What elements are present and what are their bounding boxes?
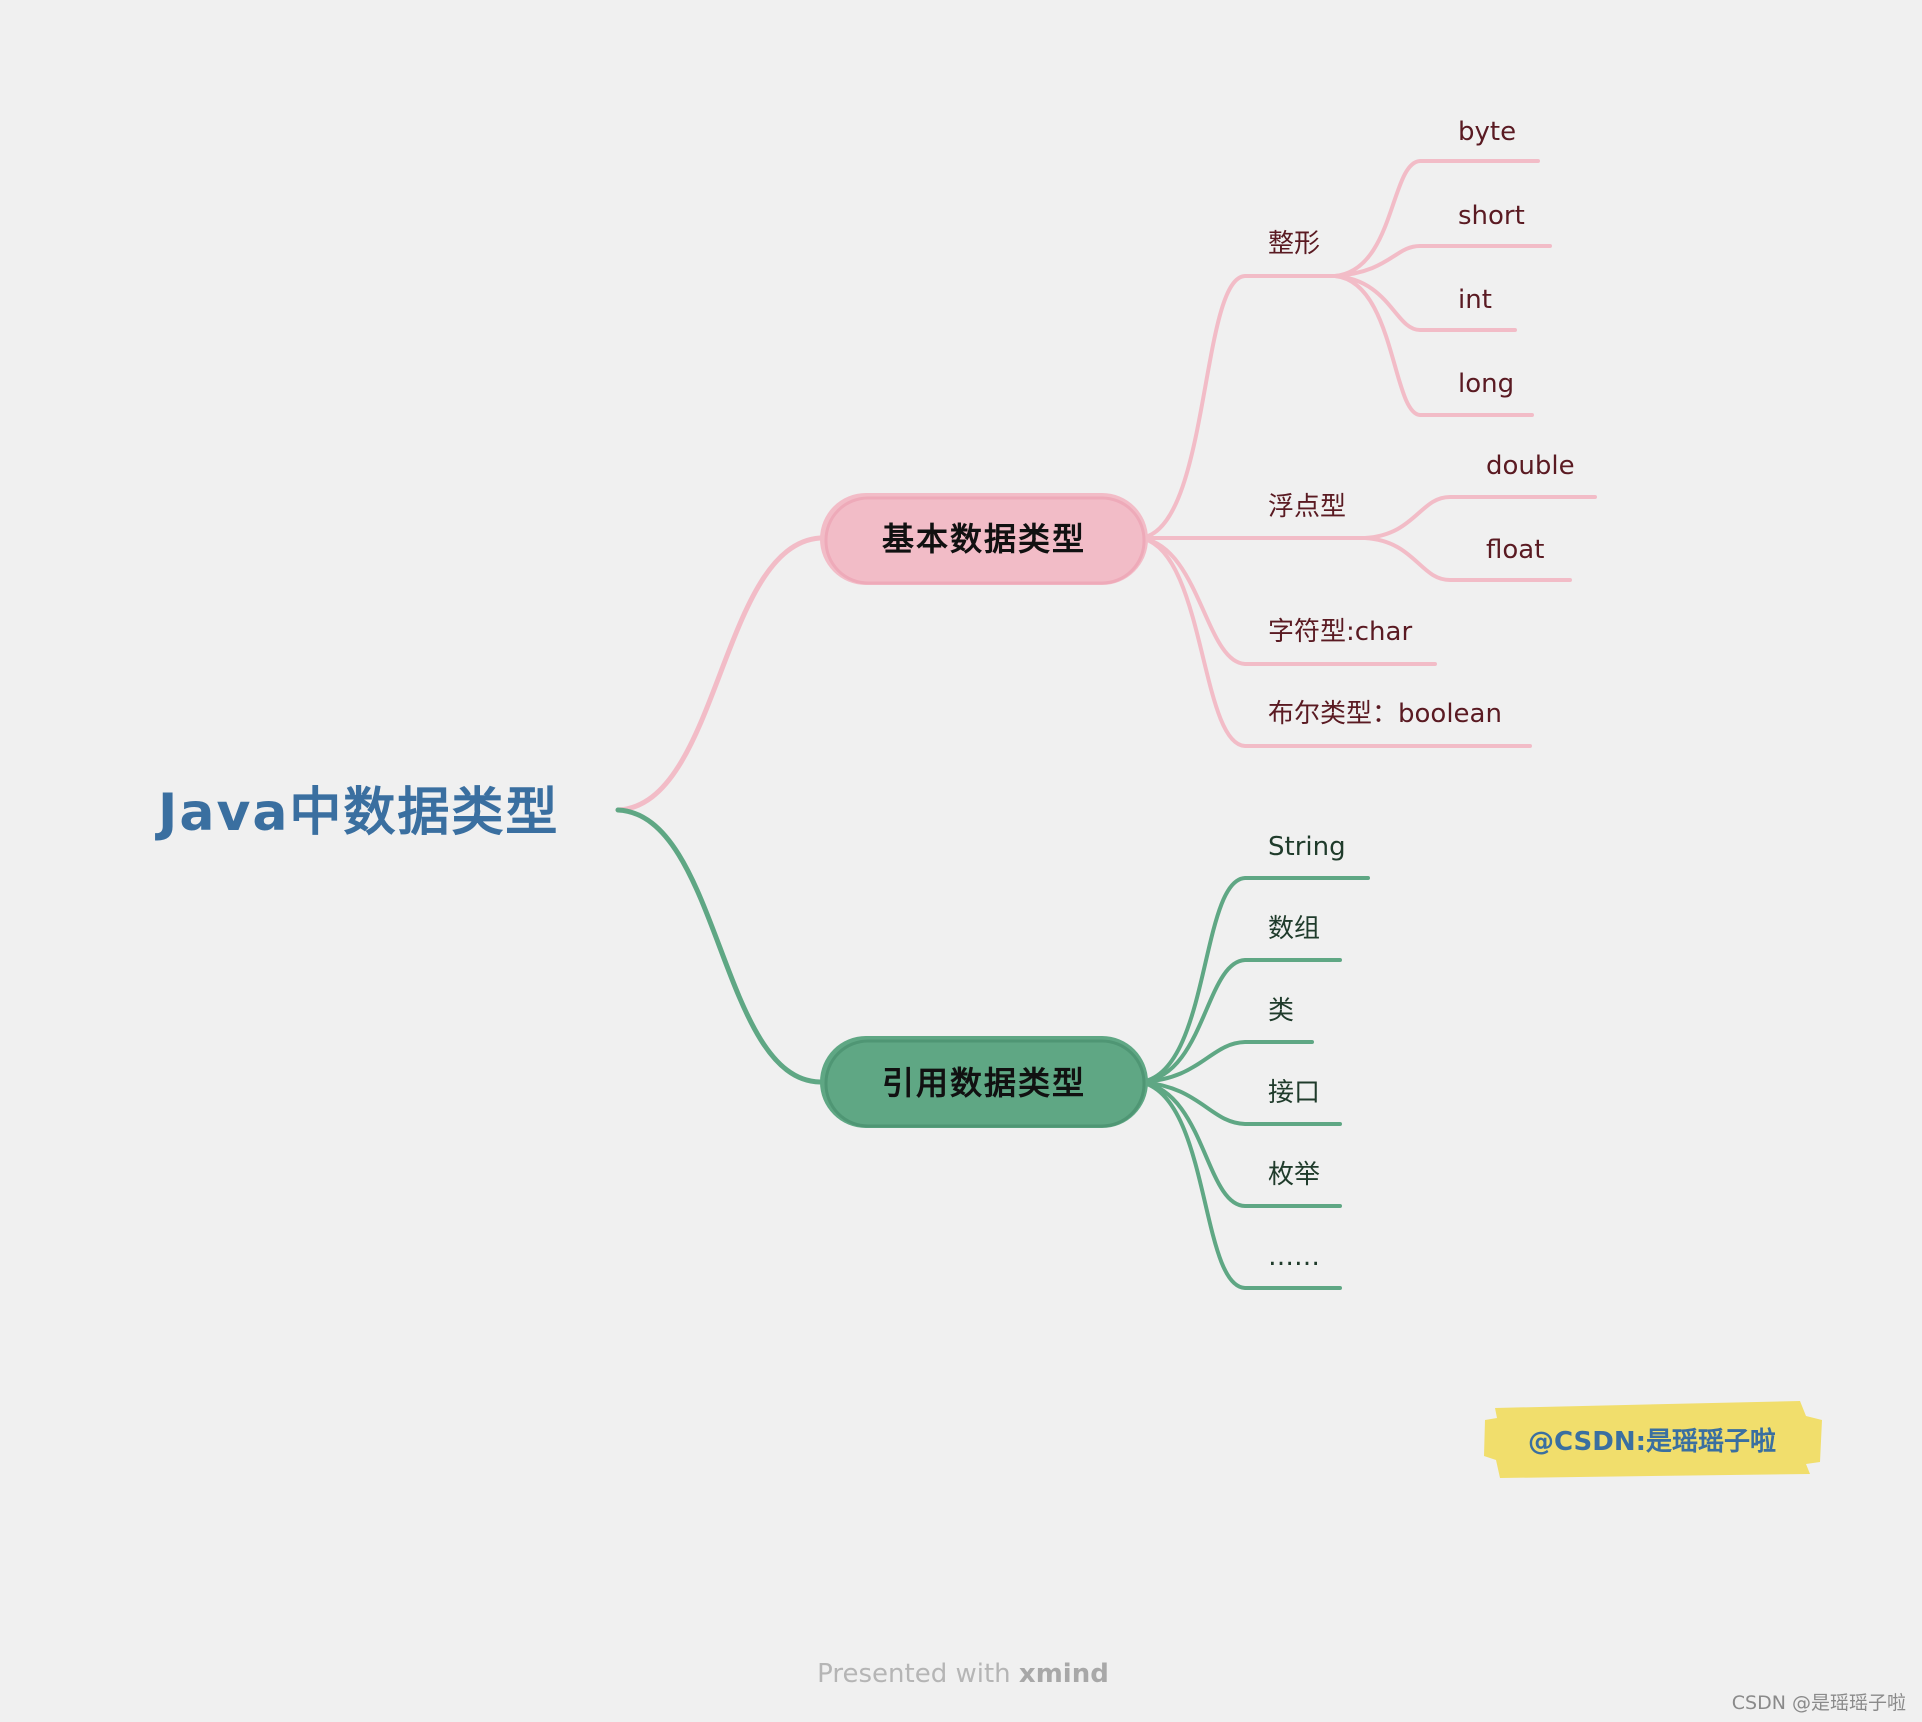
branch-primitive-sketch-outline <box>824 496 1146 585</box>
topic-int[interactable]: int <box>1458 285 1492 315</box>
topic-short[interactable]: short <box>1458 201 1525 231</box>
topic-float-type[interactable]: 浮点型 <box>1268 492 1346 522</box>
branch-primitive-label: 基本数据类型 <box>882 520 1086 558</box>
connector-root-primitive <box>615 535 823 813</box>
topic-byte[interactable]: byte <box>1458 117 1516 147</box>
topic-double[interactable]: double <box>1486 451 1575 481</box>
csdn-watermark: CSDN @是瑶瑶子啦 <box>1732 1692 1906 1714</box>
branch-reference[interactable]: 引用数据类型 <box>820 1036 1148 1128</box>
topic-long[interactable]: long <box>1458 369 1514 399</box>
connectors-reference <box>1138 876 1370 1290</box>
topic-ellipsis[interactable]: …… <box>1268 1242 1320 1272</box>
topic-integer[interactable]: 整形 <box>1268 229 1320 259</box>
presented-with-footer: Presented with xmind <box>817 1659 1109 1689</box>
topic-string[interactable]: String <box>1268 832 1346 862</box>
branch-reference-background <box>820 1036 1148 1128</box>
xmind-logo: xmind <box>1019 1659 1109 1689</box>
topic-interface[interactable]: 接口 <box>1268 1078 1320 1108</box>
topic-array[interactable]: 数组 <box>1268 914 1320 944</box>
topic-class[interactable]: 类 <box>1268 996 1294 1026</box>
author-tag-label: @CSDN:是瑶瑶子啦 <box>1528 1426 1776 1457</box>
branch-primitive[interactable]: 基本数据类型 <box>820 493 1148 585</box>
branch-primitive-background <box>820 493 1148 585</box>
branch-reference-sketch-outline <box>824 1039 1146 1128</box>
author-tag[interactable]: @CSDN:是瑶瑶子啦 <box>1484 1401 1822 1478</box>
topic-enum[interactable]: 枚举 <box>1268 1160 1320 1190</box>
footer-prefix: Presented with <box>817 1659 1019 1689</box>
author-tag-background <box>1484 1401 1822 1478</box>
root-topic[interactable]: Java中数据类型 <box>155 783 559 843</box>
topic-float[interactable]: float <box>1486 535 1544 565</box>
connector-root-reference <box>615 807 823 1085</box>
branch-reference-label: 引用数据类型 <box>882 1064 1086 1102</box>
topic-char[interactable]: 字符型:char <box>1268 617 1412 647</box>
connectors-primitive <box>1138 159 1597 748</box>
topic-boolean[interactable]: 布尔类型：boolean <box>1268 699 1502 729</box>
